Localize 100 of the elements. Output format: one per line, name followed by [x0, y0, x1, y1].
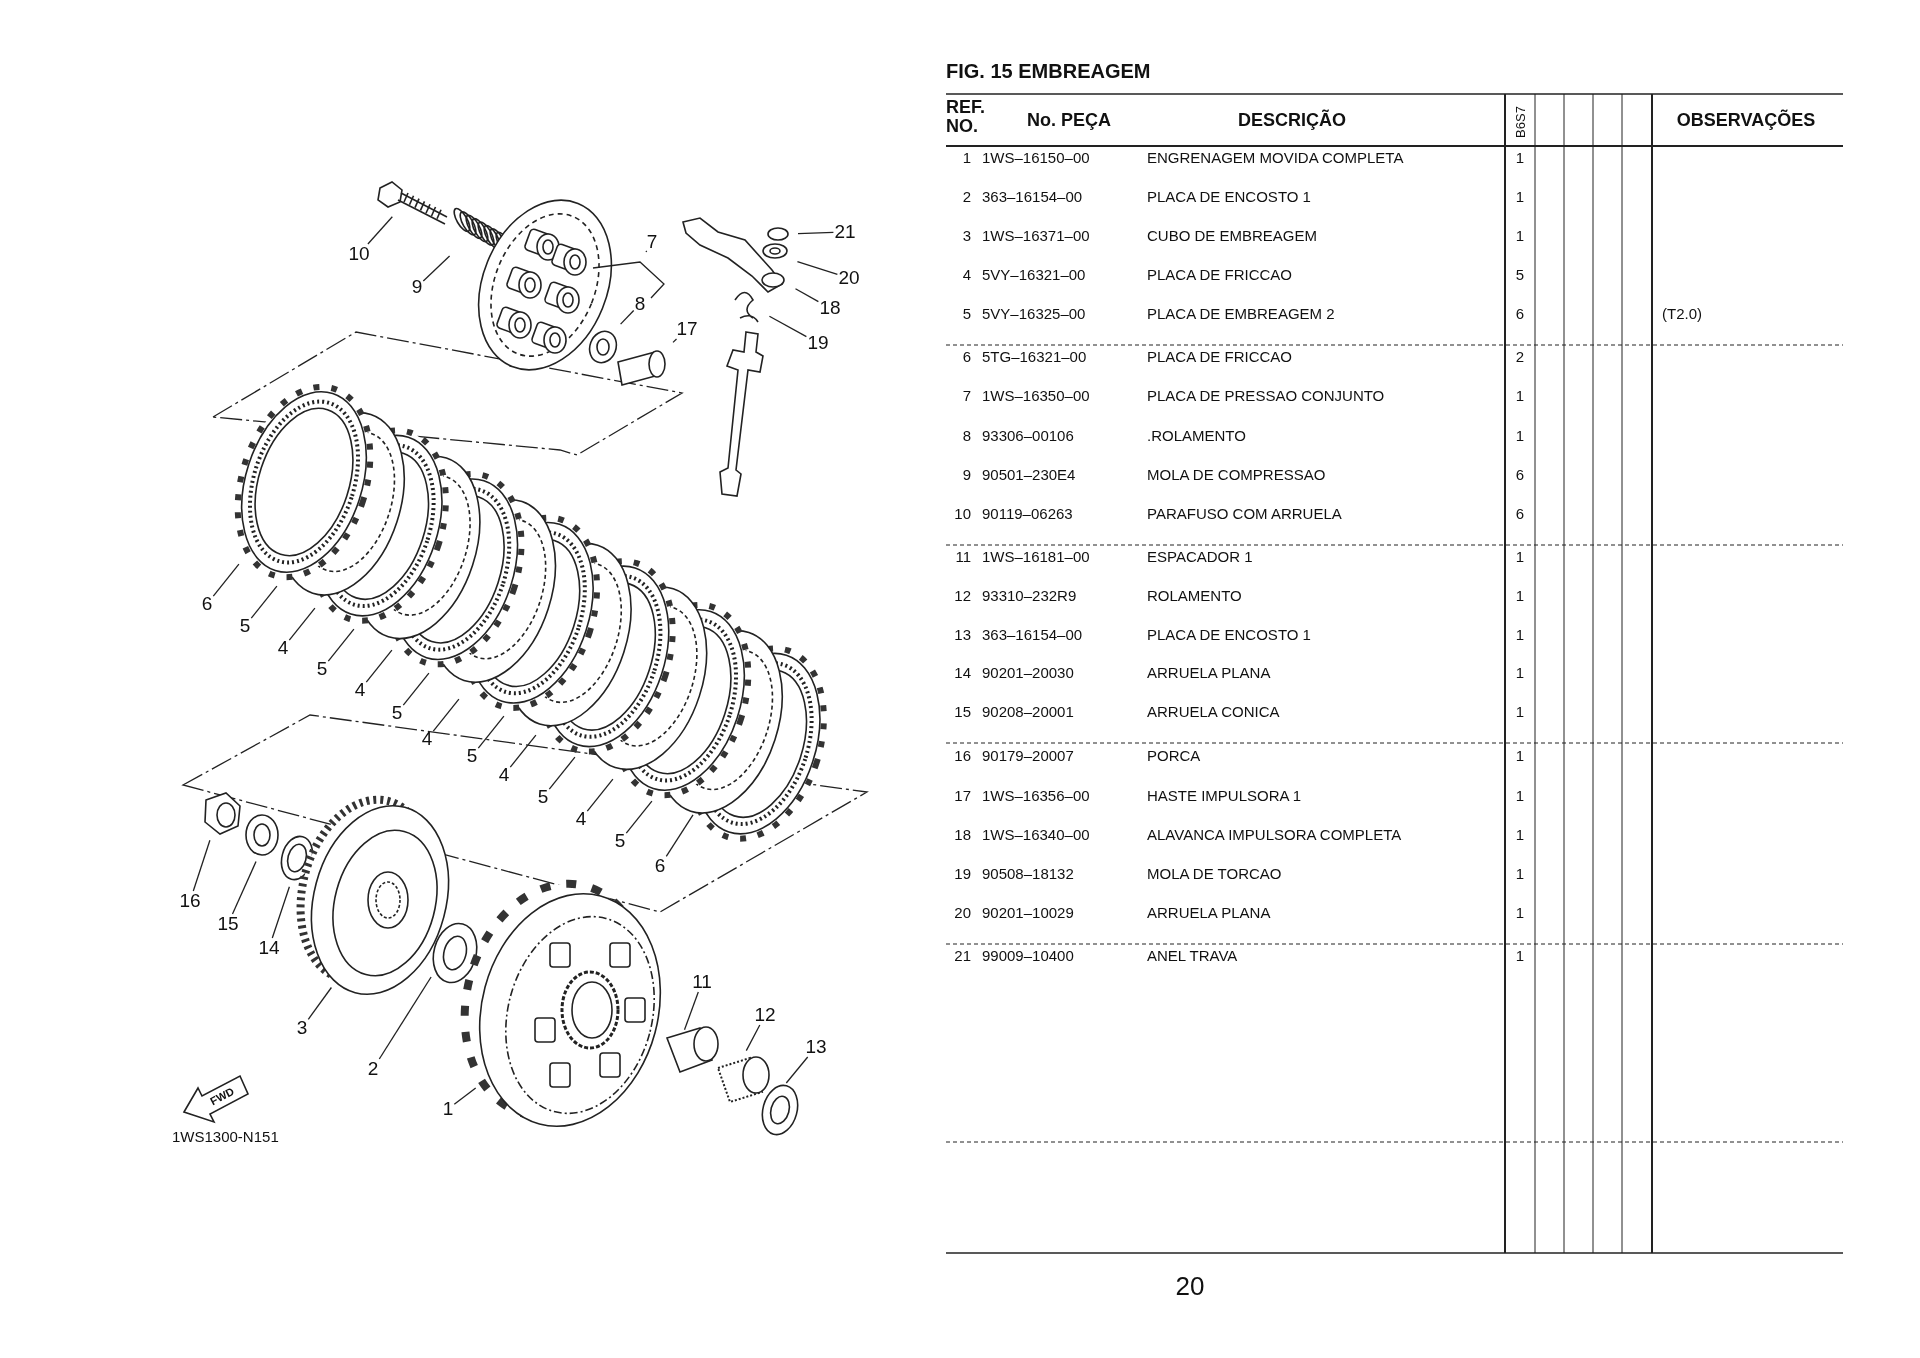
- callout-number: 5: [465, 746, 479, 766]
- leader-line: [327, 628, 355, 662]
- leader-line: [250, 585, 278, 619]
- ref-number-cell: 4: [962, 265, 971, 283]
- leader-line: [794, 288, 820, 303]
- callout-number: 21: [833, 222, 857, 242]
- leader-line: [592, 250, 665, 299]
- quantity-cell: 1: [1515, 825, 1525, 843]
- ref-number-cell: 9: [962, 465, 971, 483]
- part-number-cell: 5VY–16325–00: [982, 304, 1086, 322]
- part-number-cell: 363–16154–00: [982, 625, 1083, 643]
- leader-line: [288, 607, 316, 641]
- ref-number-cell: 17: [954, 786, 971, 804]
- part-number-cell: 5TG–16321–00: [982, 347, 1087, 365]
- page-number: 20: [1175, 1270, 1205, 1302]
- figure-title: FIG. 15 EMBREAGEM: [946, 62, 1151, 81]
- ref-number-cell: 12: [954, 586, 971, 604]
- callout-number: 19: [806, 333, 830, 353]
- quantity-cell: 1: [1515, 226, 1525, 244]
- quantity-cell: 1: [1515, 746, 1525, 764]
- callout-number: 3: [295, 1018, 309, 1038]
- part-number-cell: 1WS–16181–00: [982, 547, 1090, 565]
- quantity-cell: 6: [1515, 465, 1525, 483]
- description-cell: PORCA: [1147, 746, 1201, 764]
- ref-number-cell: 14: [954, 663, 971, 681]
- ref-number-cell: 2: [962, 187, 971, 205]
- callout-number: 4: [574, 809, 588, 829]
- description-cell: ROLAMENTO: [1147, 586, 1242, 604]
- ref-number-cell: 18: [954, 825, 971, 843]
- callout-number: 15: [216, 914, 240, 934]
- description-cell: .ROLAMENTO: [1147, 426, 1246, 444]
- callout-number: 4: [497, 765, 511, 785]
- description-cell: PLACA DE FRICCAO: [1147, 265, 1293, 283]
- callout-number: 6: [200, 594, 214, 614]
- part-number-cell: 90179–20007: [982, 746, 1074, 764]
- quantity-cell: 1: [1515, 586, 1525, 604]
- part-number-cell: 90208–20001: [982, 702, 1074, 720]
- column-header: REF. NO.: [946, 98, 986, 136]
- callout-number: 2: [366, 1059, 380, 1079]
- description-cell: ALAVANCA IMPULSORA COMPLETA: [1147, 825, 1402, 843]
- quantity-cell: 1: [1515, 386, 1525, 404]
- ref-number-cell: 8: [962, 426, 971, 444]
- part-number-cell: 93306–00106: [982, 426, 1074, 444]
- quantity-cell: 1: [1515, 148, 1525, 166]
- callout-number: 5: [238, 616, 252, 636]
- part-number-cell: 1WS–16350–00: [982, 386, 1090, 404]
- direction-label: FWD: [208, 1084, 236, 1108]
- callout-number: 16: [178, 891, 202, 911]
- quantity-cell: 1: [1515, 864, 1525, 882]
- description-cell: PLACA DE PRESSAO CONJUNTO: [1147, 386, 1385, 404]
- callout-number: 5: [390, 703, 404, 723]
- quantity-cell: 1: [1515, 786, 1525, 804]
- quantity-cell: 1: [1515, 946, 1525, 964]
- part-number-cell: 363–16154–00: [982, 187, 1083, 205]
- ref-number-cell: 10: [954, 504, 971, 522]
- ref-number-cell: 1: [962, 148, 971, 166]
- description-cell: ARRUELA PLANA: [1147, 663, 1271, 681]
- callout-number: 11: [691, 972, 713, 992]
- part-number-cell: 90501–230E4: [982, 465, 1076, 483]
- leader-line: [745, 1024, 761, 1052]
- quantity-cell: 1: [1515, 663, 1525, 681]
- leader-line: [432, 698, 460, 732]
- callout-number: 10: [347, 244, 371, 264]
- ref-number-cell: 5: [962, 304, 971, 322]
- leader-line: [402, 672, 430, 706]
- callout-number: 20: [837, 268, 861, 288]
- description-cell: ARRUELA PLANA: [1147, 903, 1271, 921]
- part-number-cell: 90119–06263: [982, 504, 1073, 522]
- quantity-cell: 1: [1515, 625, 1525, 643]
- ref-number-cell: 15: [954, 702, 971, 720]
- leader-line: [683, 991, 699, 1031]
- callout-number: 5: [536, 787, 550, 807]
- description-cell: ESPACADOR 1: [1147, 547, 1253, 565]
- part-number-cell: 1WS–16340–00: [982, 825, 1090, 843]
- callout-number: 5: [613, 831, 627, 851]
- description-cell: PLACA DE ENCOSTO 1: [1147, 187, 1311, 205]
- quantity-cell: 1: [1515, 547, 1525, 565]
- callout-number: 13: [804, 1037, 828, 1057]
- part-number-cell: 90201–10029: [982, 903, 1074, 921]
- description-cell: PLACA DE ENCOSTO 1: [1147, 625, 1311, 643]
- callout-number: 14: [257, 938, 281, 958]
- quantity-cell: 1: [1515, 702, 1525, 720]
- callout-number: 4: [420, 729, 434, 749]
- description-cell: CUBO DE EMBREAGEM: [1147, 226, 1318, 244]
- description-cell: MOLA DE COMPRESSAO: [1147, 465, 1326, 483]
- leader-line: [672, 338, 678, 344]
- column-header: B6S7: [1512, 106, 1528, 138]
- drawing-code-label: 1WS1300-N151: [172, 1128, 279, 1145]
- leader-line: [796, 260, 839, 275]
- ref-number-cell: 20: [954, 903, 971, 921]
- leader-line: [365, 649, 393, 683]
- part-number-cell: 1WS–16150–00: [982, 148, 1090, 166]
- leader-line: [619, 309, 635, 325]
- callout-number: 12: [753, 1005, 777, 1025]
- description-cell: ANEL TRAVA: [1147, 946, 1238, 964]
- leader-line: [453, 1087, 477, 1105]
- quantity-cell: 6: [1515, 504, 1525, 522]
- description-cell: ARRUELA CONICA: [1147, 702, 1280, 720]
- leader-line: [509, 734, 537, 768]
- description-cell: HASTE IMPULSORA 1: [1147, 786, 1302, 804]
